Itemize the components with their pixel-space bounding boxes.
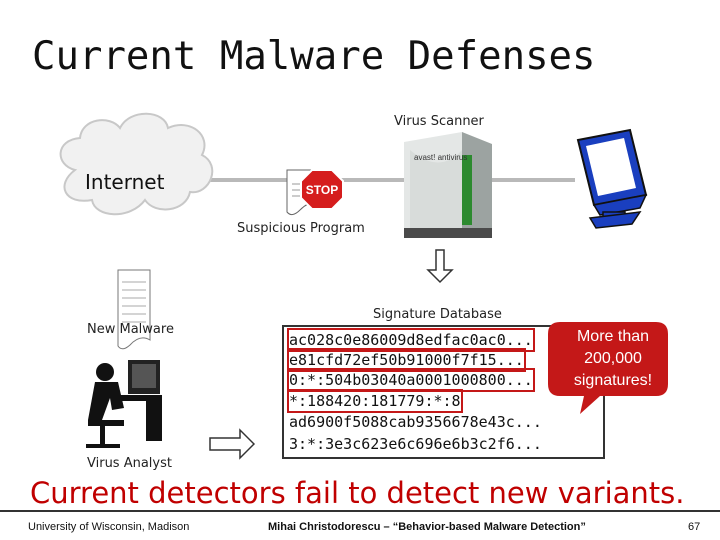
callout-line: signatures! <box>573 372 653 389</box>
footer-affiliation: University of Wisconsin, Madison <box>28 521 190 533</box>
new-malware-label: New Malware <box>87 322 174 337</box>
stop-sign-icon <box>300 169 344 210</box>
signature-line: *:188420:181779:*:8 <box>287 389 463 413</box>
stop-sign-text: STOP <box>306 183 338 197</box>
suspicious-program-icon: STOP <box>286 169 344 216</box>
virus-analyst-label: Virus Analyst <box>87 456 172 471</box>
virus-scanner-label: Virus Scanner <box>394 114 484 129</box>
callout-bubble <box>548 322 668 414</box>
signature-line: ad6900f5088cab9356678e43c... <box>289 413 542 431</box>
right-arrow-icon <box>209 428 256 460</box>
malware-diagram: STOP avast! antivirus <box>59 112 648 460</box>
footer-divider <box>0 510 720 512</box>
callout-line: 200,000 <box>584 350 642 367</box>
signature-line: e81cfd72ef50b91000f7f15... <box>287 348 526 372</box>
signature-line: ac028c0e86009d8edfac0ac0... <box>287 328 535 352</box>
callout-text: More than 200,000 signatures! <box>558 326 668 392</box>
signature-database-label: Signature Database <box>373 307 502 322</box>
internet-cloud-icon <box>59 112 214 216</box>
signature-line: 0:*:504b03040a0001000800... <box>287 368 535 392</box>
new-malware-icon <box>117 269 151 350</box>
down-arrow-icon <box>426 249 454 284</box>
internet-label: Internet <box>85 170 165 194</box>
computer-monitor-icon <box>576 128 648 229</box>
signature-line: 3:*:3e3c623e6c696e6b3c2f6... <box>289 435 542 453</box>
callout-line: More than <box>576 328 650 345</box>
slide-title: Current Malware Defenses <box>32 34 596 79</box>
footer-talk-title: Mihai Christodorescu – “Behavior-based M… <box>268 521 586 533</box>
virus-analyst-icon <box>86 360 162 448</box>
page-number: 67 <box>688 521 701 533</box>
virus-scanner-icon: avast! antivirus <box>404 132 492 238</box>
suspicious-program-label: Suspicious Program <box>237 221 365 236</box>
scanner-brand: avast! antivirus <box>414 153 467 162</box>
conclusion-text: Current detectors fail to detect new var… <box>30 476 685 510</box>
